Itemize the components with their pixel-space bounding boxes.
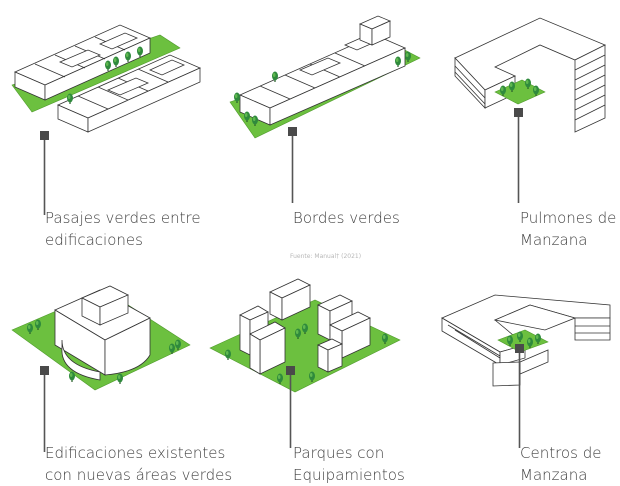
label-line: edificaciones <box>45 231 143 249</box>
label-line: Pasajes verdes entre <box>45 209 201 227</box>
buildings-back-row <box>14 24 151 101</box>
label-line: con nuevas áreas verdes <box>45 466 233 484</box>
label-edificaciones: Edificaciones existentes con nuevas área… <box>45 442 232 486</box>
marker-centros <box>515 344 524 448</box>
label-parques: Parques con Equipamientos <box>293 442 405 486</box>
buildings-front-row <box>57 54 201 133</box>
marker-edificaciones <box>40 366 49 452</box>
source-note: Fuente: Manual† (2021) <box>290 253 362 260</box>
marker-pulmones <box>514 108 523 203</box>
illustration-parques <box>209 278 401 393</box>
label-line: Equipamientos <box>293 466 405 484</box>
illustration-pulmones <box>454 17 606 133</box>
label-line: Centros de <box>520 444 602 462</box>
label-line: Edificaciones existentes <box>45 444 226 462</box>
illustration-edificaciones <box>11 285 191 391</box>
illustration-bordes <box>229 15 421 139</box>
label-pulmones: Pulmones de Manzana <box>520 207 616 251</box>
label-line: Parques con <box>293 444 385 462</box>
illustration-pasajes <box>11 24 201 133</box>
label-bordes: Bordes verdes <box>293 207 400 229</box>
marker-pasajes <box>40 131 49 215</box>
marker-bordes <box>288 127 297 203</box>
illustration-centros <box>441 294 611 387</box>
marker-parques <box>286 366 295 448</box>
label-line: Bordes verdes <box>293 209 400 227</box>
label-pasajes: Pasajes verdes entre edificaciones <box>45 207 201 251</box>
label-line: Pulmones de <box>520 209 617 227</box>
label-centros: Centros de Manzana <box>520 442 601 486</box>
label-line: Manzana <box>520 466 588 484</box>
label-line: Manzana <box>520 231 588 249</box>
